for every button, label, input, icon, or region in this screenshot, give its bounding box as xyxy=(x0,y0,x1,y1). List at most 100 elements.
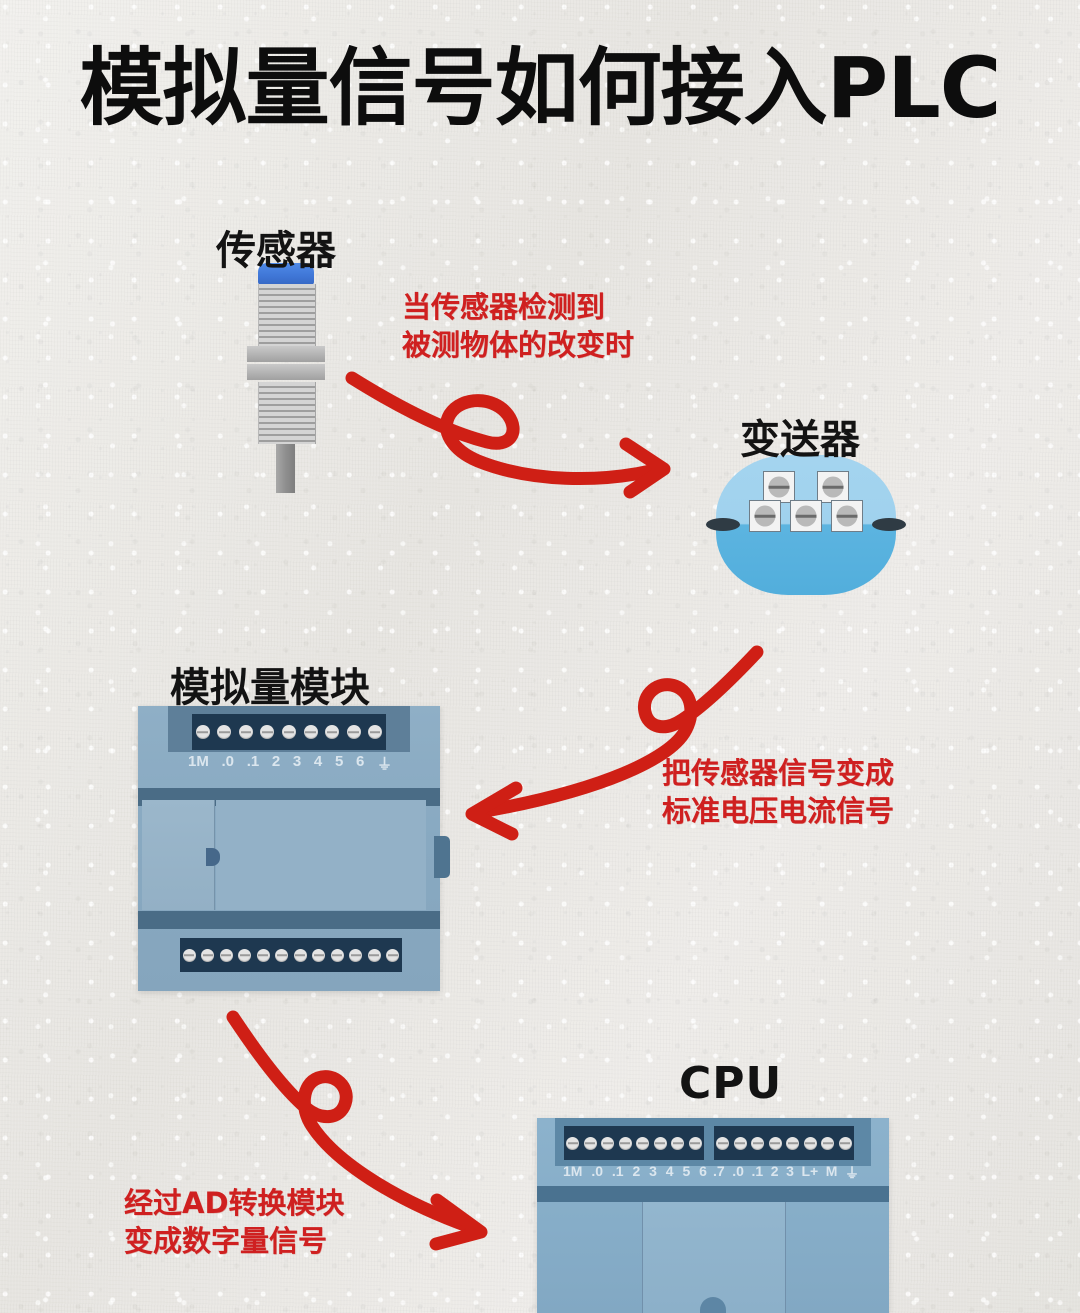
terminal-label: .0 xyxy=(591,1163,604,1179)
terminal-screw xyxy=(838,1136,852,1150)
terminal-label: 5 xyxy=(334,753,344,770)
cpu-band xyxy=(537,1186,889,1202)
sensor-label: 传感器 xyxy=(216,228,336,274)
annotation-ad-conversion: 经过AD转换模块 变成数字量信号 xyxy=(124,1184,345,1260)
terminal-screw xyxy=(182,948,196,962)
annotation-convert-to-standard-signal: 把传感器信号变成 标准电压电流信号 xyxy=(662,754,894,830)
terminal-screw xyxy=(786,1136,800,1150)
terminal-label: .1 xyxy=(611,1163,624,1179)
annotation-line: 当传感器检测到 xyxy=(402,290,606,324)
sensor-nut-upper xyxy=(247,346,325,362)
transmitter-terminal xyxy=(831,500,863,532)
cpu-door-latch[interactable] xyxy=(700,1297,726,1313)
terminal-label: .1 xyxy=(246,753,260,770)
terminal-screw xyxy=(219,948,233,962)
terminal-label: 4 xyxy=(313,753,323,770)
analog-module-face xyxy=(216,800,426,910)
sensor-thread-upper xyxy=(258,284,316,346)
annotation-line: 经过AD转换模块 xyxy=(124,1186,345,1220)
terminal-label: L+ xyxy=(801,1163,819,1179)
terminal-label: .0 xyxy=(221,753,235,770)
terminal-screw xyxy=(275,948,289,962)
terminal-screw xyxy=(821,1136,835,1150)
arrow-head-2 xyxy=(465,781,523,841)
annotation-line: 被测物体的改变时 xyxy=(402,328,635,362)
arrow-sensor-to-transmitter xyxy=(345,371,662,486)
analog-module-door-latch[interactable] xyxy=(206,848,220,866)
terminal-screw xyxy=(583,1136,597,1150)
terminal-screw xyxy=(293,948,307,962)
analog-module-label: 模拟量模块 xyxy=(170,665,370,711)
terminal-label: 3 xyxy=(649,1163,657,1179)
transmitter-terminal xyxy=(817,471,849,503)
cpu-door[interactable] xyxy=(642,1202,786,1313)
transmitter-terminal xyxy=(763,471,795,503)
terminal-label: 6 xyxy=(699,1163,707,1179)
sensor-thread-lower xyxy=(258,382,316,444)
annotation-line: 标准电压电流信号 xyxy=(662,794,895,828)
terminal-screw xyxy=(733,1136,747,1150)
terminal-screw xyxy=(671,1136,685,1150)
terminal-label: 6 xyxy=(355,753,365,770)
terminal-screw xyxy=(803,1136,817,1150)
terminal-label: .1 xyxy=(751,1163,764,1179)
terminal-label: 5 xyxy=(682,1163,691,1179)
annotation-line: 把传感器信号变成 xyxy=(662,756,895,790)
terminal-label: .0 xyxy=(732,1163,744,1179)
terminal-label: M xyxy=(825,1163,838,1179)
terminal-label: 3 xyxy=(292,753,302,770)
sensor-icon xyxy=(245,263,335,493)
transmitter-ear-right xyxy=(872,518,906,531)
transmitter-icon xyxy=(706,455,906,595)
terminal-screw xyxy=(201,948,215,962)
terminal-label: 2 xyxy=(632,1163,641,1179)
terminal-screw xyxy=(346,725,361,739)
terminal-screw xyxy=(716,1136,730,1150)
arrow-head-1 xyxy=(619,437,671,499)
transmitter-label: 变送器 xyxy=(740,417,860,463)
cpu-label: CPU xyxy=(679,1058,783,1109)
analog-module-top-terminal-strip xyxy=(192,714,386,750)
terminal-label: 2 xyxy=(770,1163,779,1179)
terminal-screw xyxy=(349,948,363,962)
terminal-label: 3 xyxy=(786,1163,794,1179)
arrow-head-3 xyxy=(429,1193,488,1251)
terminal-screw xyxy=(312,948,326,962)
terminal-screw xyxy=(195,725,210,739)
terminal-screw xyxy=(601,1136,615,1150)
page-title: 模拟量信号如何接入PLC xyxy=(79,39,1002,137)
terminal-screw xyxy=(325,725,340,739)
terminal-label: ⏚ xyxy=(845,1165,859,1181)
terminal-screw xyxy=(238,725,253,739)
cpu-left-terminal-strip xyxy=(564,1126,704,1160)
terminal-screw xyxy=(260,725,275,739)
terminal-screw xyxy=(653,1136,667,1150)
terminal-screw xyxy=(566,1136,580,1150)
cpu-right-terminal-strip xyxy=(714,1126,854,1160)
sensor-cap xyxy=(258,263,314,285)
terminal-screw xyxy=(281,725,296,739)
terminal-screw xyxy=(368,725,383,739)
terminal-label: 4 xyxy=(665,1163,674,1179)
transmitter-terminal xyxy=(749,500,781,532)
terminal-screw xyxy=(367,948,381,962)
terminal-screw xyxy=(636,1136,650,1150)
terminal-screw xyxy=(386,948,400,962)
terminal-screw xyxy=(768,1136,782,1150)
annotation-sensor-detects: 当传感器检测到 被测物体的改变时 xyxy=(402,288,634,364)
analog-module-door[interactable] xyxy=(142,800,215,910)
terminal-label: 1M xyxy=(563,1163,583,1179)
terminal-screw xyxy=(751,1136,765,1150)
sensor-nut-lower xyxy=(247,364,325,380)
analog-module-side-tab xyxy=(434,836,450,878)
terminal-screw xyxy=(688,1136,702,1150)
terminal-label: .7 xyxy=(713,1163,725,1179)
transmitter-terminal xyxy=(790,500,822,532)
annotation-line: 变成数字量信号 xyxy=(124,1224,328,1258)
